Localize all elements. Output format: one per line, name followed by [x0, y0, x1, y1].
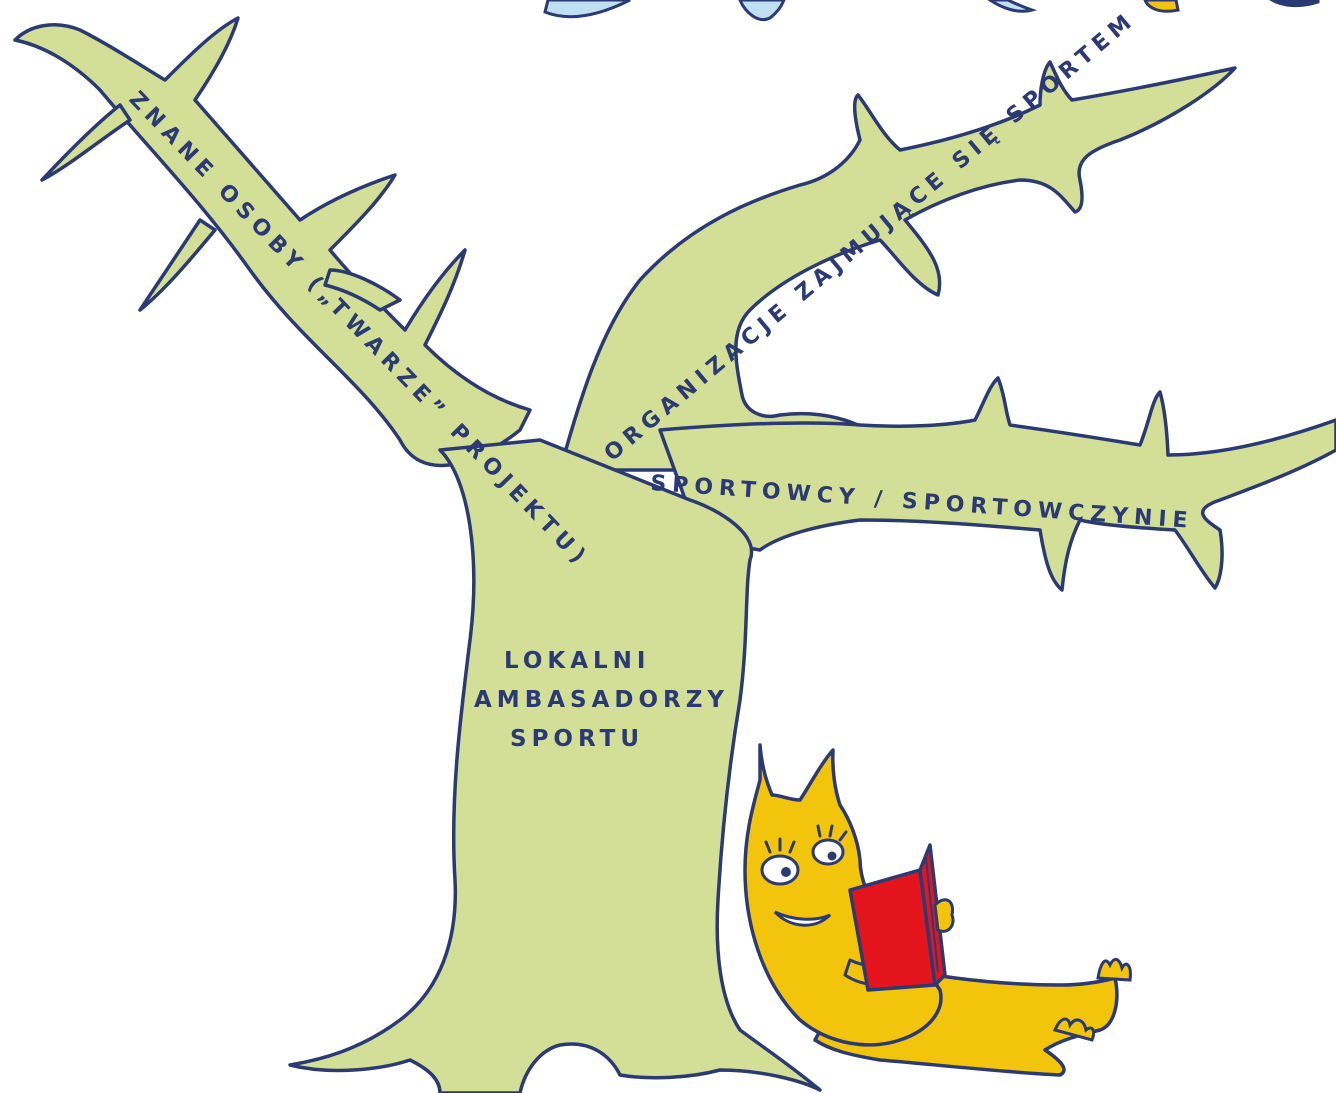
left-branch-label-text: ZNANE OSOBY („TWARZE” PROJEKTU)	[124, 87, 594, 573]
cat-pupil-right	[828, 852, 837, 861]
cat-foot-right	[1098, 959, 1130, 980]
book-icon	[850, 845, 953, 990]
yellow-fragment	[1145, 0, 1178, 11]
cat-pupil-left	[781, 867, 791, 877]
trunk-label-line-1: LOKALNI	[504, 648, 650, 674]
cat-eye-left	[762, 856, 798, 884]
tree: ZNANE OSOBY („TWARZE” PROJEKTU) ORGANIZA…	[15, 7, 1336, 1093]
blue-fragment	[1272, 0, 1318, 6]
trunk-label-line-2: AMBASADORZY	[474, 687, 729, 713]
left-branch-label: ZNANE OSOBY („TWARZE” PROJEKTU)	[124, 87, 594, 573]
cat-eye-right	[813, 840, 843, 864]
cat-hand	[935, 900, 953, 932]
left-branch-spike-1	[42, 105, 130, 180]
sky-fragment-middle	[740, 0, 784, 20]
sky-fragment-right	[990, 0, 1032, 11]
upper-right-branch-label: ORGANIZACJE ZAJMUJĄCE SIĘ SPORTEM	[600, 7, 1141, 467]
trunk-label-line-3: SPORTU	[510, 726, 644, 752]
upper-right-branch-label-text: ORGANIZACJE ZAJMUJĄCE SIĘ SPORTEM	[600, 7, 1141, 467]
left-branch-spike-2	[140, 220, 215, 310]
sky-fragment-left	[545, 0, 630, 17]
top-decoration	[545, 0, 1318, 20]
